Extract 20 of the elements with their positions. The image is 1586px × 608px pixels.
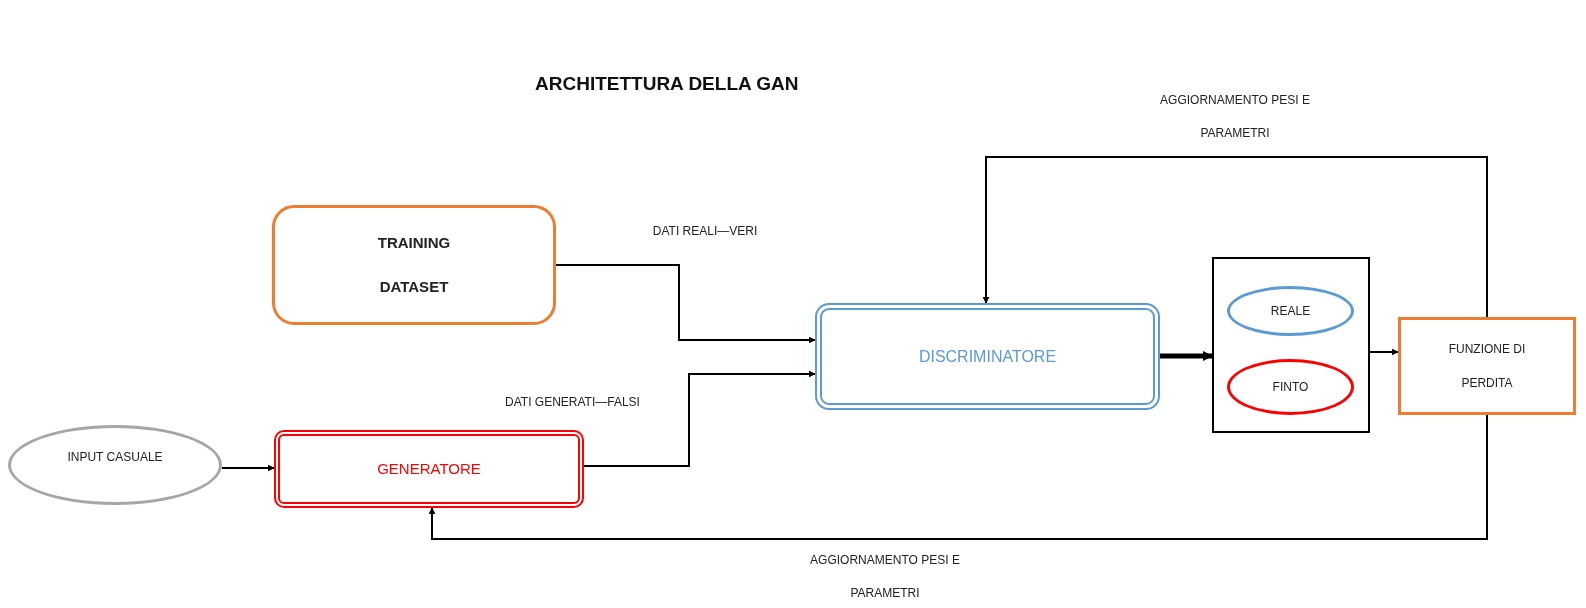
node-label: FUNZIONE DI PERDITA — [1447, 341, 1527, 392]
node-label: INPUT CASUALE — [67, 449, 163, 466]
node-label: REALE — [1270, 303, 1311, 320]
dataset-box — [272, 205, 556, 325]
diagram-title: ARCHITETTURA DELLA GAN — [535, 72, 799, 96]
arrow — [1160, 351, 1213, 361]
discriminator-box — [815, 303, 1160, 410]
node-label: TRAINING DATASET — [376, 233, 452, 297]
arrow — [428, 414, 1488, 540]
generator-box — [274, 430, 584, 508]
arrow — [583, 370, 816, 467]
loss-box — [1398, 317, 1576, 415]
node-label: GENERATORE — [377, 458, 481, 479]
arrow — [221, 464, 275, 472]
node-label: DISCRIMINATORE — [918, 346, 1057, 367]
arrow — [1369, 348, 1399, 356]
arrow — [982, 156, 1488, 318]
output-box — [1212, 257, 1370, 433]
arrow — [555, 264, 816, 344]
node-label: FINTO — [1272, 379, 1309, 396]
